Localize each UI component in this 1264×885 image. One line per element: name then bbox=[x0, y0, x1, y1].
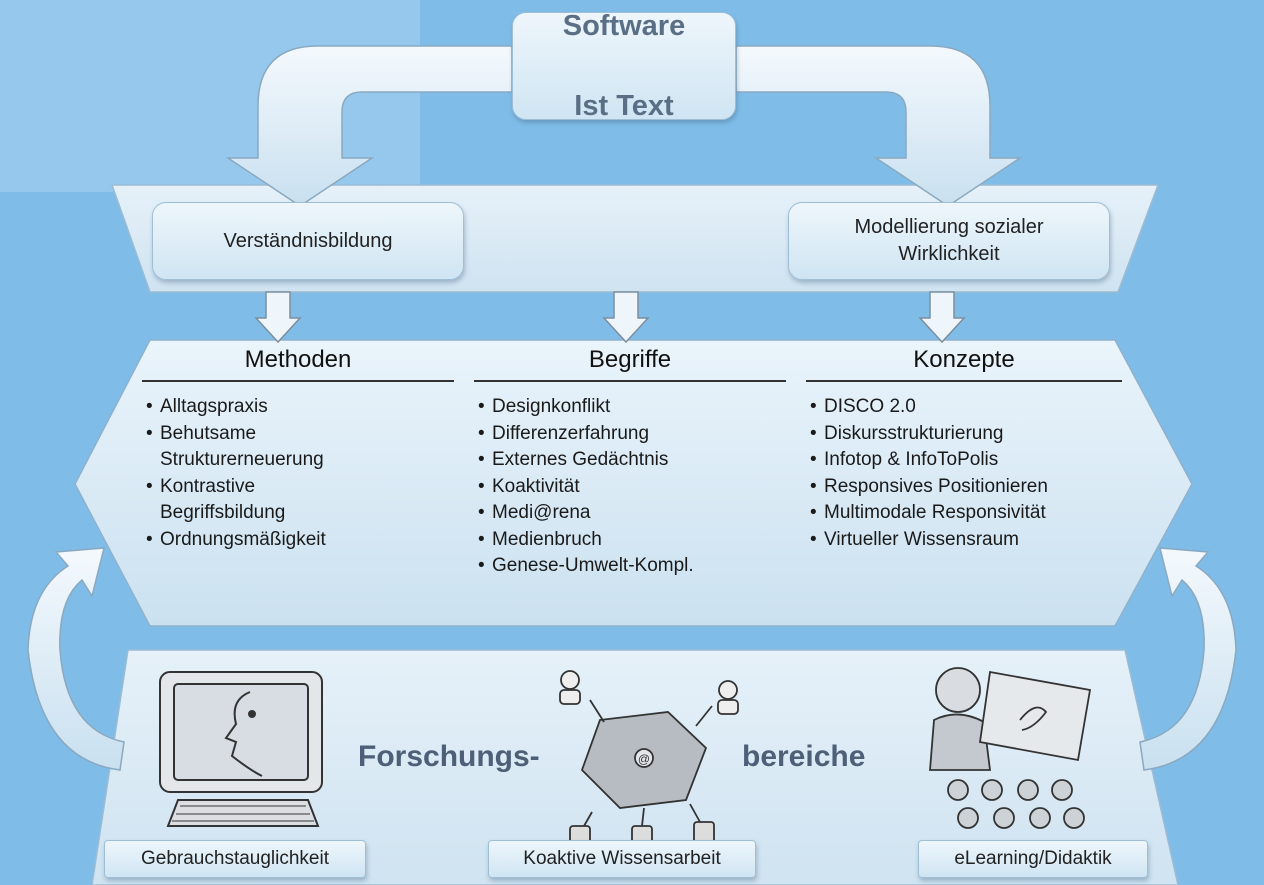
side-arrow-right bbox=[1139, 547, 1237, 771]
down-arrow-3 bbox=[918, 291, 966, 344]
list-item: Multimodale Responsivität bbox=[806, 500, 1122, 527]
column-konzepte: Konzepte DISCO 2.0 Diskursstrukturierung… bbox=[806, 346, 1122, 553]
side-arrow-left bbox=[27, 547, 125, 771]
down-arrow-2 bbox=[602, 291, 650, 344]
label-text: Gebrauchstauglichkeit bbox=[141, 848, 329, 869]
forschungs-label: Forschungs- bbox=[358, 740, 540, 773]
koaktive-wissensarbeit-label: Koaktive Wissensarbeit bbox=[488, 840, 756, 878]
column-heading: Konzepte bbox=[806, 346, 1122, 382]
computer-face-icon bbox=[159, 671, 323, 827]
column-heading: Methoden bbox=[142, 346, 454, 382]
list-item: DISCO 2.0 bbox=[806, 394, 1122, 421]
bereiche-label: bereiche bbox=[742, 740, 866, 773]
list-item: Virtueller Wissensraum bbox=[806, 527, 1122, 554]
list-item: Medi@rena bbox=[474, 500, 786, 527]
gebrauchstauglichkeit-label: Gebrauchstauglichkeit bbox=[104, 840, 366, 878]
list-item: Alltagspraxis bbox=[142, 394, 454, 421]
title-line-1: Software bbox=[562, 10, 686, 42]
label-text: eLearning/Didaktik bbox=[954, 848, 1112, 869]
curved-arrow-left bbox=[225, 45, 513, 207]
list-item: Ordnungsmäßigkeit bbox=[142, 527, 454, 554]
list-item: Infotop & InfoToPolis bbox=[806, 447, 1122, 474]
list-item: Medienbruch bbox=[474, 527, 786, 554]
elearning-didaktik-label: eLearning/Didaktik bbox=[918, 840, 1148, 878]
column-methoden: Methoden Alltagspraxis Behutsame Struktu… bbox=[142, 346, 454, 553]
list-item: Behutsame Strukturerneuerung bbox=[142, 421, 454, 474]
verstaendnisbildung-label: Verständnisbildung bbox=[223, 229, 393, 252]
list-item: Koaktivität bbox=[474, 474, 786, 501]
list-item: Responsives Positionieren bbox=[806, 474, 1122, 501]
column-heading: Begriffe bbox=[474, 346, 786, 382]
list-item: Designkonflikt bbox=[474, 394, 786, 421]
modellierung-label: Modellierung sozialer Wirklichkeit bbox=[854, 216, 1044, 265]
curved-arrow-right bbox=[735, 45, 1023, 207]
title-box: Software Ist Text bbox=[512, 10, 736, 122]
verstaendnisbildung-box: Verständnisbildung bbox=[152, 202, 464, 280]
list-item: Differenzerfahrung bbox=[474, 421, 786, 448]
list-item: Genese-Umwelt-Kompl. bbox=[474, 553, 786, 580]
down-arrow-1 bbox=[254, 291, 302, 344]
list-item: Diskursstrukturierung bbox=[806, 421, 1122, 448]
list-item: Externes Gedächtnis bbox=[474, 447, 786, 474]
title-line-2: Ist Text bbox=[574, 90, 674, 122]
svg-text:@: @ bbox=[638, 752, 650, 766]
list-item: Kontrastive Begriffsbildung bbox=[142, 474, 454, 527]
label-text: Koaktive Wissensarbeit bbox=[523, 848, 721, 869]
elearning-classroom-icon bbox=[929, 667, 1092, 829]
column-begriffe: Begriffe Designkonflikt Differenzerfahru… bbox=[474, 346, 786, 580]
modellierung-box: Modellierung sozialer Wirklichkeit bbox=[788, 202, 1110, 280]
